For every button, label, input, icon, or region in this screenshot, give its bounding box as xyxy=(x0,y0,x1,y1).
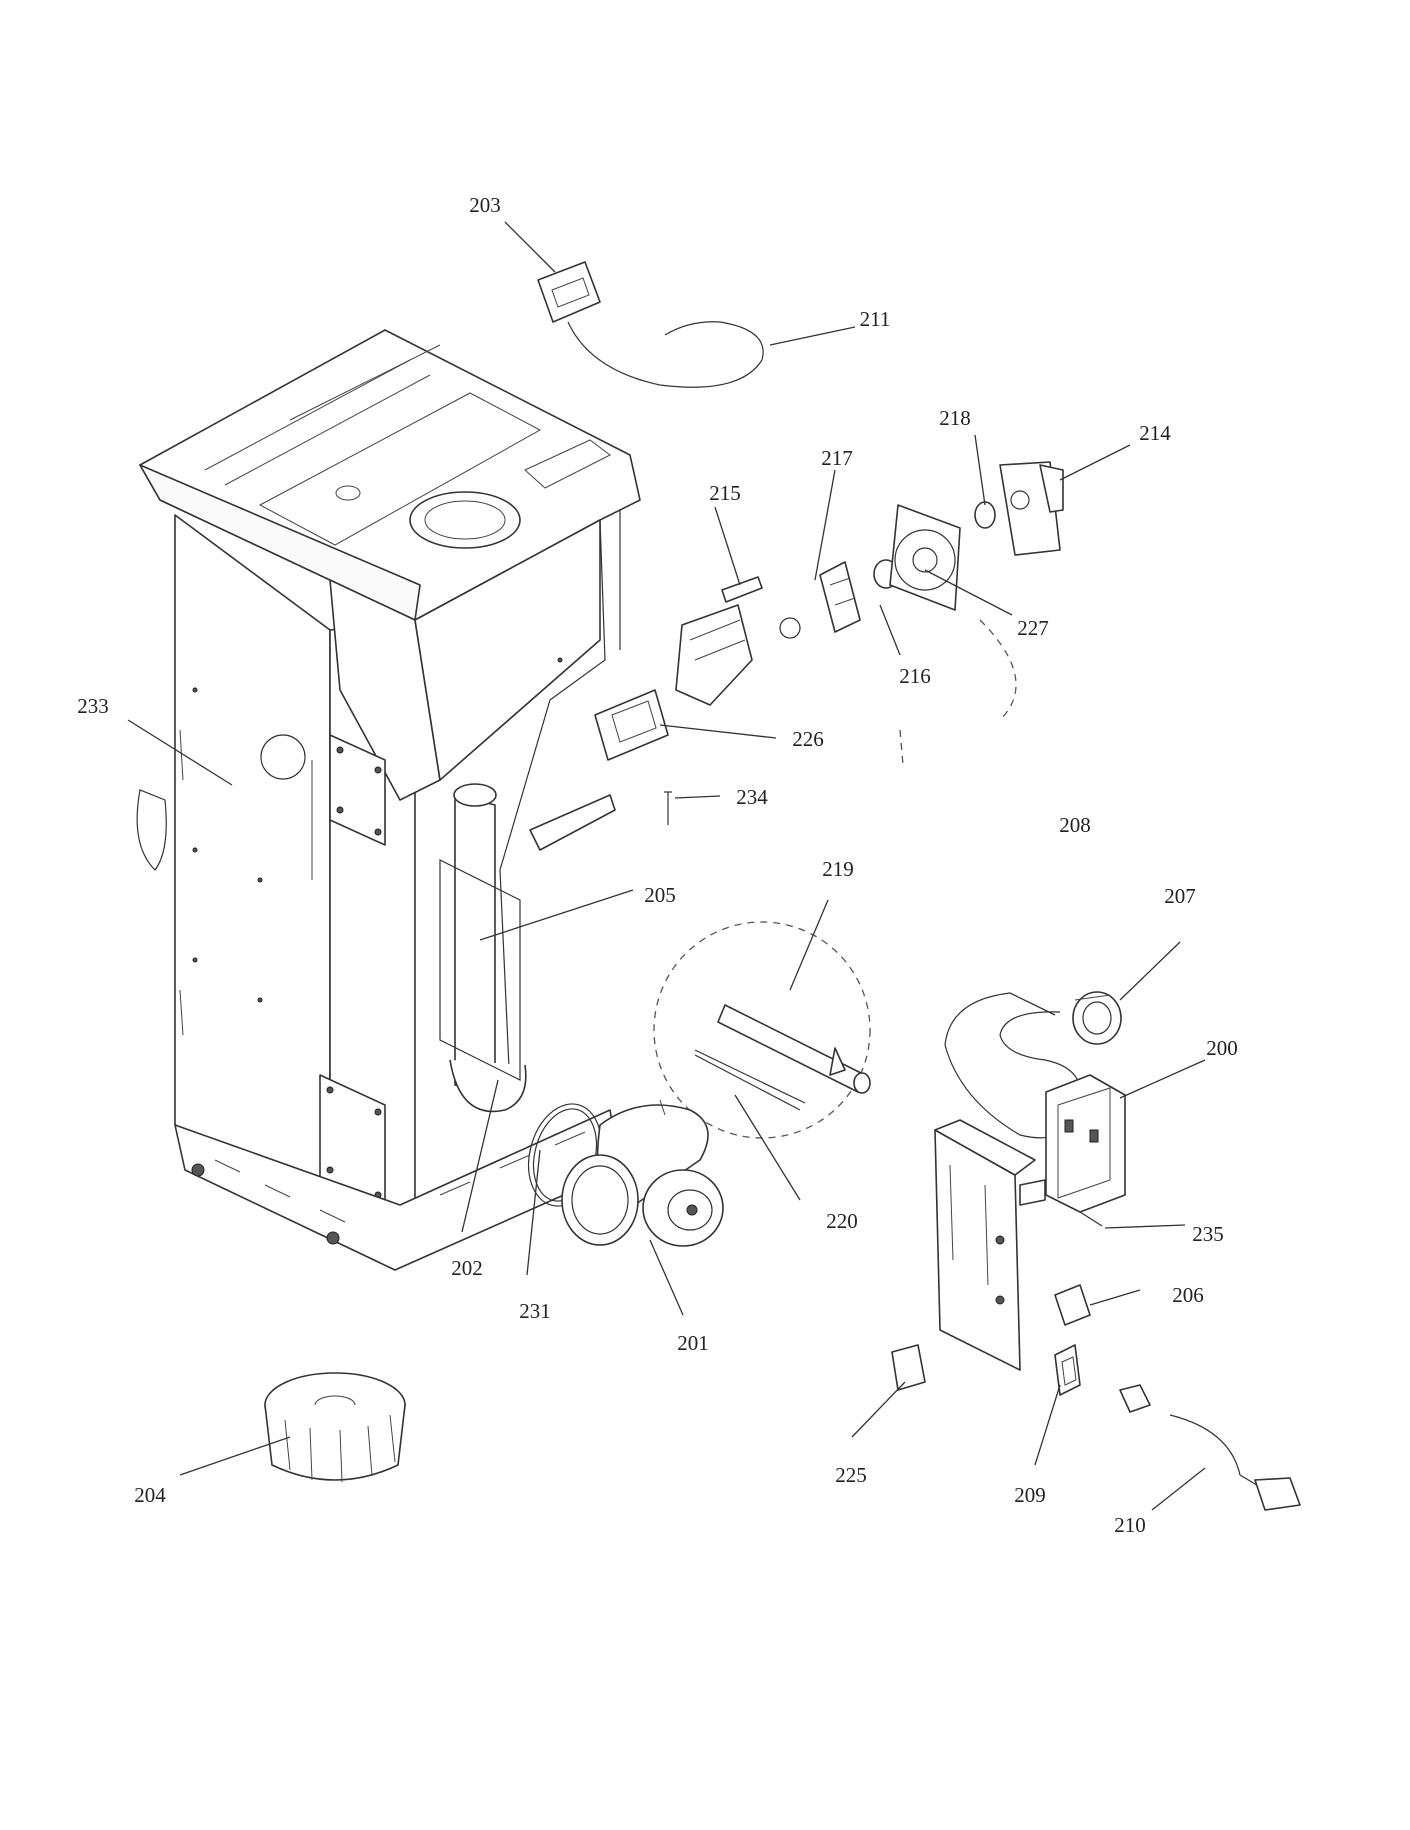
callout-218: 218 xyxy=(939,406,971,430)
callout-220: 220 xyxy=(826,1209,858,1233)
stove-body xyxy=(136,329,641,1271)
callout-208: 208 xyxy=(1059,813,1091,837)
callout-203: 203 xyxy=(469,193,501,217)
hopper-side-bracket xyxy=(529,794,616,851)
callout-215: 215 xyxy=(709,481,741,505)
control-panel-display xyxy=(537,261,601,323)
power-connector xyxy=(1054,1284,1091,1326)
auger-motor-assembly xyxy=(675,559,899,706)
gear-motor xyxy=(999,461,1064,556)
callout-219: 219 xyxy=(822,857,854,881)
combustion-fan xyxy=(561,1099,724,1247)
electronic-control-board xyxy=(1045,1074,1126,1213)
callout-233: 233 xyxy=(77,694,109,718)
relay-component xyxy=(891,1344,926,1391)
safety-micro-switch xyxy=(721,576,763,603)
callout-226: 226 xyxy=(792,727,824,751)
callout-210: 210 xyxy=(1114,1513,1146,1537)
callout-216: 216 xyxy=(899,664,931,688)
callout-202: 202 xyxy=(451,1256,483,1280)
auger-bearing-plate xyxy=(889,504,961,611)
pressure-switch xyxy=(1072,991,1122,1045)
callout-labels: 203 211 218 214 215 217 227 216 226 234 … xyxy=(77,193,1238,1537)
callout-201: 201 xyxy=(677,1331,709,1355)
callout-217: 217 xyxy=(821,446,853,470)
assembly-axis-line xyxy=(979,619,1017,721)
callout-234: 234 xyxy=(736,785,768,809)
callout-205: 205 xyxy=(644,883,676,907)
callout-227: 227 xyxy=(1017,616,1049,640)
callout-214: 214 xyxy=(1139,421,1171,445)
mounting-screw xyxy=(664,791,672,825)
callout-209: 209 xyxy=(1014,1483,1046,1507)
callout-204: 204 xyxy=(134,1483,166,1507)
callout-211: 211 xyxy=(860,307,891,331)
callout-225: 225 xyxy=(835,1463,867,1487)
convection-fan-impeller xyxy=(264,1372,406,1483)
panel-screw xyxy=(1079,1211,1103,1227)
igniter-detail-circle xyxy=(653,921,871,1139)
callout-207: 207 xyxy=(1164,884,1196,908)
callout-200: 200 xyxy=(1206,1036,1238,1060)
display-cable xyxy=(567,321,764,388)
electrical-mounting-panel xyxy=(934,1119,1046,1371)
motor-bushing xyxy=(974,501,996,529)
leader-lines xyxy=(127,221,1206,1511)
callout-235: 235 xyxy=(1192,1222,1224,1246)
power-supply-cable xyxy=(1119,1384,1301,1511)
auger-gasket xyxy=(594,689,669,761)
callout-206: 206 xyxy=(1172,1283,1204,1307)
callout-231: 231 xyxy=(519,1299,551,1323)
main-power-switch xyxy=(1054,1344,1081,1396)
assembly-axis-line-2 xyxy=(899,729,904,766)
